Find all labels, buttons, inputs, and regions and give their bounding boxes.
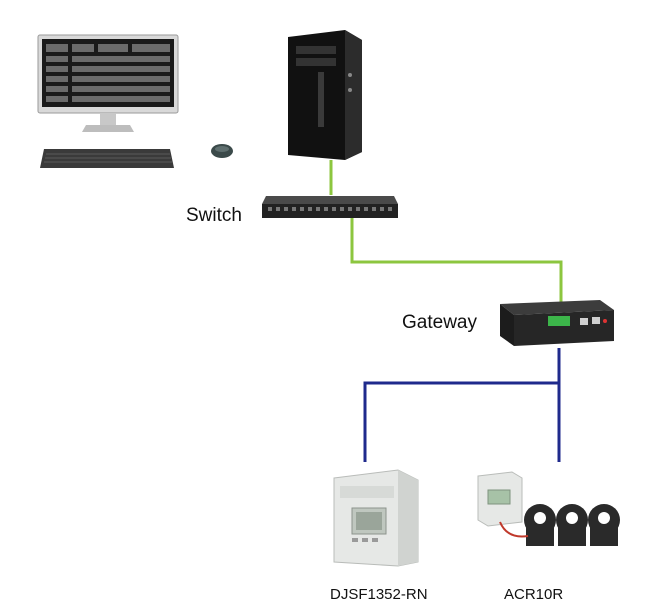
network-switch-icon: [262, 196, 398, 218]
gateway-device-icon: [500, 300, 614, 346]
meter-dc-label: DJSF1352-RN: [330, 586, 428, 603]
gateway-label: Gateway: [402, 312, 477, 333]
edge-gateway-meter-dc: [363, 348, 561, 462]
din-rail-meter-icon: [333, 469, 419, 567]
connections: [329, 160, 563, 462]
switch-label: Switch: [186, 205, 242, 226]
server-tower-icon: [288, 30, 362, 160]
current-transformer-meter-icon: [477, 471, 620, 546]
meter-ac-label: ACR10R: [504, 586, 564, 603]
edge-switch-gateway: [350, 218, 563, 302]
computer-workstation-icon: [37, 34, 233, 168]
